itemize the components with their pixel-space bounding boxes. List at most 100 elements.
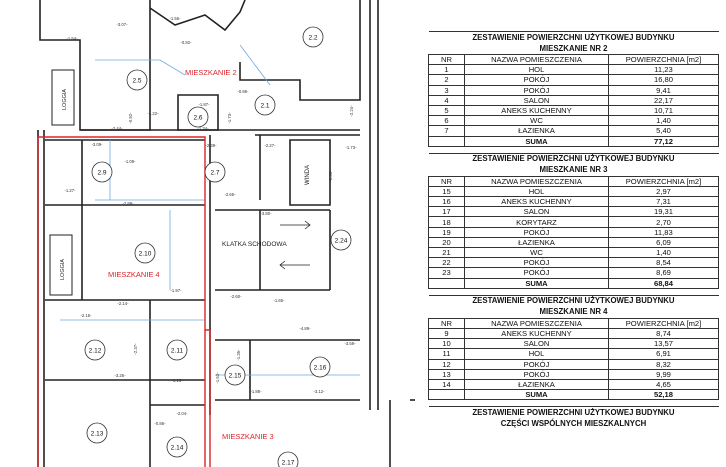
table-title: ZESTAWIENIE POWIERZCHNI UŻYTKOWEJ BUDYNK…	[428, 152, 719, 165]
dimension-label: -1.65-	[274, 298, 286, 303]
table-cell: POKÓJ	[464, 226, 609, 238]
room-circle	[204, 161, 226, 183]
dimension-label: -1.16-	[172, 378, 184, 383]
table-cell: 22,17	[608, 94, 719, 106]
table-cell: WC	[464, 246, 609, 259]
table-cell: 14	[428, 378, 465, 391]
dimension-label: -3.80-	[261, 211, 273, 216]
room-circle	[126, 69, 148, 91]
table-cell: POKÓJ	[464, 267, 609, 279]
table-gap	[429, 146, 719, 153]
column-header: POWIERZCHNIA [m2]	[608, 175, 719, 187]
dimension-label: -3.12-	[314, 389, 326, 394]
table-cell: 7	[428, 125, 465, 137]
table-cell: 5,40	[608, 125, 719, 137]
dimension-label: -0.82-	[181, 40, 193, 45]
dimension-label: -2.60-	[231, 294, 243, 299]
dimension-label: -2.39-	[206, 143, 218, 148]
table-cell: HOL	[464, 185, 609, 198]
table-cell: POKÓJ	[464, 74, 609, 86]
table-subtitle: MIESZKANIE NR 4	[539, 307, 608, 317]
dimension-label: -1.22-	[148, 111, 160, 116]
apartment-3-label: MIESZKANIE 3	[222, 432, 274, 441]
table-cell	[428, 389, 465, 401]
dimension-label: -1.87-	[199, 102, 211, 107]
table-cell: 17	[428, 206, 465, 218]
room-circle	[330, 229, 352, 251]
table-cell: 12	[428, 358, 465, 370]
room-number: 2.9	[97, 170, 106, 177]
table-cell: 2	[428, 74, 465, 86]
table-cell: POKÓJ	[464, 358, 609, 370]
table-cell: ŁAZIENKA	[464, 236, 609, 249]
floor-plan: 2.12.22.52.62.72.92.102.112.122.132.142.…	[37, 0, 415, 467]
table-cell: 20	[428, 236, 465, 249]
dimension-label: -1.73-	[227, 112, 232, 124]
table-subtitle: CZĘŚCI WSPÓLNYCH MIESZKALNYCH	[500, 418, 647, 428]
dimension-label: -2.89-	[123, 201, 135, 206]
table-cell: ŁAZIENKA	[464, 378, 609, 391]
table-cell: 4	[428, 94, 465, 106]
column-header: NAZWA POMIESZCZENIA	[464, 53, 609, 66]
table-cell: 1,40	[608, 246, 719, 259]
room-circle	[277, 451, 299, 467]
loggia-label-mid: LOGGIA	[60, 259, 66, 280]
table-cell: 15	[428, 185, 465, 198]
dimension-label: -4.89-	[300, 326, 312, 331]
room-number: 2.15	[229, 373, 242, 380]
apartment-outline	[37, 136, 211, 467]
dimension-label: -0.92-	[128, 112, 133, 124]
dimension-marks: -3.07--1.56--0.82--1.54--1.22--0.92--2.4…	[65, 16, 358, 426]
column-header: POWIERZCHNIA [m2]	[608, 53, 719, 66]
table-subtitle: MIESZKANIE NR 3	[539, 165, 608, 175]
room-number: 2.17	[282, 460, 295, 467]
table-cell: 6,91	[608, 348, 719, 360]
column-header: NAZWA POMIESZCZENIA	[464, 175, 609, 187]
table-gap	[429, 288, 719, 295]
table-cell: ANEKS KUCHENNY	[464, 196, 609, 208]
table-cell: ŁAZIENKA	[464, 125, 609, 137]
dimension-label: -1.54-	[67, 36, 79, 41]
table-cell: 18	[428, 216, 465, 228]
area-summary-table: ZESTAWIENIE POWIERZCHNI UŻYTKOWEJ BUDYNK…	[428, 31, 719, 429]
room-circle	[166, 339, 188, 361]
table-cell: 5	[428, 104, 465, 117]
table-cell: 11,83	[608, 226, 719, 238]
dimension-label: -0.86-	[238, 89, 250, 94]
table-cell: 9,41	[608, 84, 719, 96]
table-cell: 13	[428, 368, 465, 380]
dimension-label: -2.24-	[349, 105, 354, 117]
table-subtitle: MIESZKANIE NR 2	[539, 43, 608, 53]
table-cell: POKÓJ	[464, 368, 609, 380]
table-cell: 21	[428, 246, 465, 259]
room-circle	[134, 242, 156, 264]
dimension-label: -3.07-	[117, 22, 129, 27]
area-tables: ZESTAWIENIE POWIERZCHNI UŻYTKOWEJ BUDYNK…	[428, 31, 719, 429]
room-circle	[86, 422, 108, 444]
table-cell: 11,23	[608, 64, 719, 76]
room-number: 2.14	[171, 445, 184, 452]
table-cell: 13,57	[608, 338, 719, 350]
room-number: 2.1	[260, 103, 269, 110]
table-cell: 22	[428, 257, 465, 269]
dimension-label: -2.14-	[118, 301, 130, 306]
table-cell: 16	[428, 196, 465, 208]
room-number: 2.5	[132, 78, 141, 85]
table-cell: 19	[428, 226, 465, 238]
room-circle	[84, 339, 106, 361]
room-number: 2.11	[171, 348, 184, 355]
room-number: 2.16	[314, 365, 327, 372]
